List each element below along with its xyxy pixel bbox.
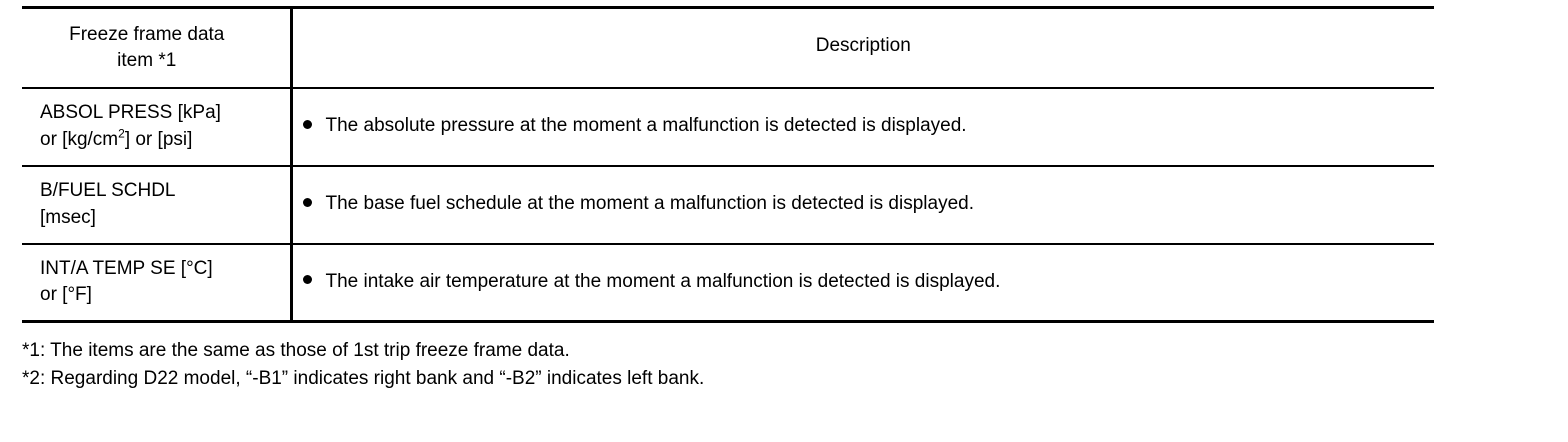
item-line2-post: ] or [psi] [124,128,193,150]
table-row: B/FUEL SCHDL [msec] The base fuel schedu… [22,165,1434,244]
item-line2-superscript: 2 [118,126,125,141]
header-item-line1: Freeze frame data [69,24,225,46]
item-line1: INT/A TEMP SE [°C] [40,257,213,279]
freeze-frame-table: Freeze frame data item *1 Description AB… [22,6,1434,323]
header-item-cell: Freeze frame data item *1 [22,7,293,88]
bullet-icon [302,119,312,129]
description-cell: The intake air temperature at the moment… [291,244,1434,322]
item-cell: B/FUEL SCHDL [msec] [22,165,293,244]
item-cell: ABSOL PRESS [kPa] or [kg/cm2] or [psi] [22,87,293,166]
item-line2: or [kg/cm2] or [psi] [40,127,290,154]
footnotes: *1: The items are the same as those of 1… [22,337,704,393]
table-row: INT/A TEMP SE [°C] or [°F] The intake ai… [22,243,1434,322]
item-line1: B/FUEL SCHDL [40,179,176,201]
footnote-2: *2: Regarding D22 model, “-B1” indicates… [22,368,705,389]
header-item-line2: item *1 [117,49,177,71]
table-row: ABSOL PRESS [kPa] or [kg/cm2] or [psi] T… [22,87,1434,166]
description-cell: The absolute pressure at the moment a ma… [291,88,1434,166]
item-line2: [msec] [40,206,96,228]
bullet-icon [302,275,312,285]
table-header-row: Freeze frame data item *1 Description [22,7,1434,88]
item-line1: ABSOL PRESS [kPa] [40,101,221,123]
description-cell: The base fuel schedule at the moment a m… [291,166,1434,244]
description-text: The base fuel schedule at the moment a m… [325,193,975,215]
item-cell: INT/A TEMP SE [°C] or [°F] [22,243,293,322]
bullet-icon [302,197,312,207]
description-text: The intake air temperature at the moment… [325,270,1001,292]
header-description-cell: Description [291,8,1434,88]
header-description-label: Description [815,35,911,57]
item-line2-pre: or [kg/cm [40,128,119,150]
description-text: The absolute pressure at the moment a ma… [325,115,967,137]
footnote-1: *1: The items are the same as those of 1… [22,340,570,361]
item-line2: or [°F] [40,284,92,306]
